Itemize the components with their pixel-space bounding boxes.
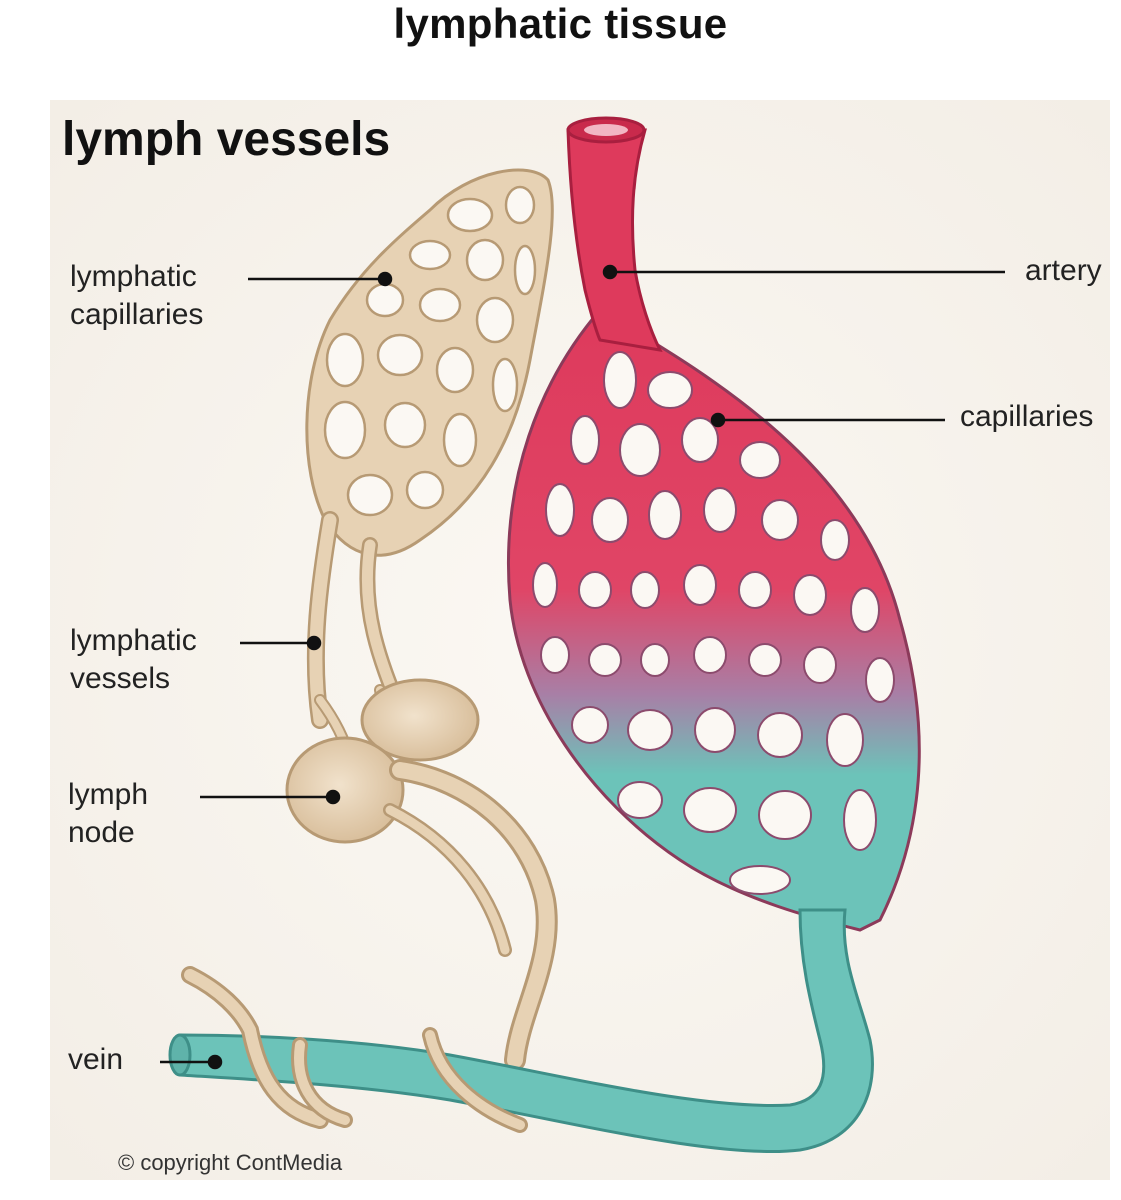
leader-dot-lymphatic-capillaries bbox=[377, 271, 393, 287]
label-lymphatic-vessels: lymphatic vessels bbox=[70, 622, 197, 698]
leader-lines bbox=[160, 264, 1005, 1070]
label-artery: artery bbox=[1025, 254, 1102, 287]
label-vein: vein bbox=[68, 1043, 124, 1076]
label-lymphatic-capillaries-line1: lymphatic bbox=[70, 260, 197, 293]
label-lymphatic-vessels-line2: vessels bbox=[70, 662, 171, 695]
vein bbox=[168, 908, 874, 1154]
lymph-vessels-around-vein bbox=[181, 966, 528, 1133]
blood-capillary-bed bbox=[506, 308, 921, 932]
label-lymph-node-line2: node bbox=[68, 816, 135, 849]
leader-dot-capillaries bbox=[710, 412, 726, 428]
leader-dot-lymph-node bbox=[325, 789, 341, 805]
diagram-subtitle: lymph vessels bbox=[62, 113, 391, 166]
lymph-node bbox=[285, 678, 480, 844]
leader-dot-lymphatic-vessels bbox=[306, 635, 322, 651]
diagram-title: lymphatic tissue bbox=[393, 0, 728, 47]
label-lymphatic-capillaries-line2: capillaries bbox=[70, 298, 204, 331]
leader-dot-artery bbox=[602, 264, 618, 280]
label-lymphatic-vessels-line1: lymphatic bbox=[70, 624, 197, 657]
label-capillaries: capillaries bbox=[960, 400, 1094, 433]
label-lymphatic-capillaries: lymphatic capillaries bbox=[70, 258, 203, 334]
efferent-lymph-vessel bbox=[383, 759, 558, 1071]
leader-dot-vein bbox=[207, 1054, 223, 1070]
copyright-notice: © copyright ContMedia bbox=[118, 1150, 343, 1175]
label-lymph-node-line1: lymph bbox=[68, 778, 149, 811]
label-lymph-node: lymph node bbox=[68, 776, 148, 852]
artery bbox=[566, 116, 663, 352]
